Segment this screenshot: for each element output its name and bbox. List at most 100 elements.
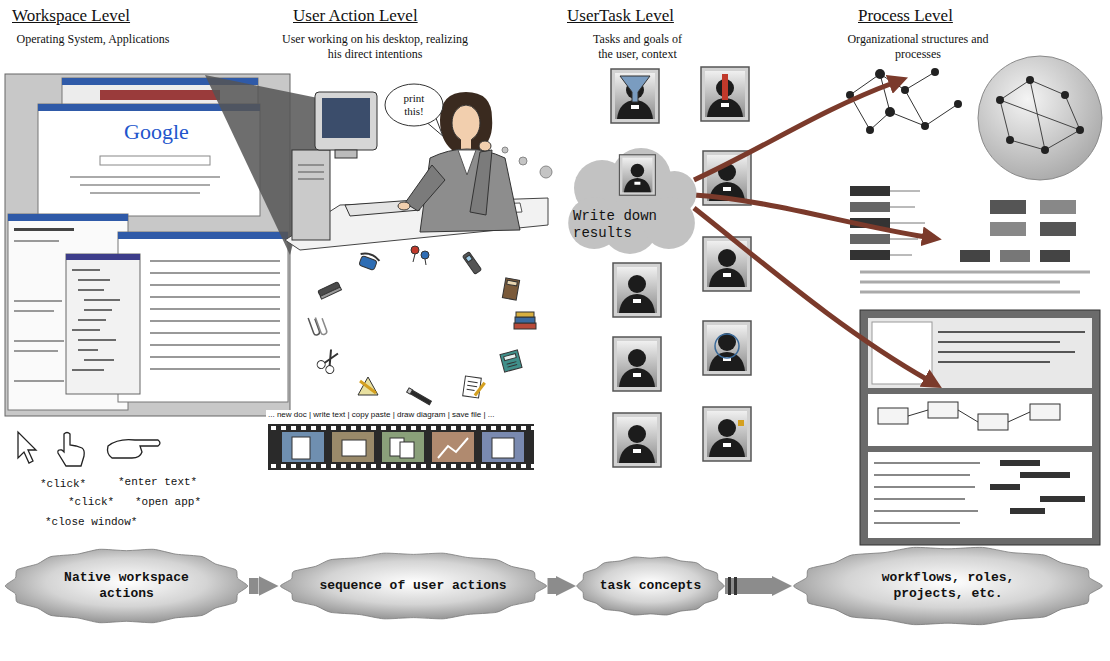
curved-arrow	[694, 83, 893, 180]
desktop-screenshot	[66, 254, 140, 260]
network-diagram	[996, 96, 1004, 104]
office-icon	[514, 312, 536, 329]
workflow-tool-screenshot	[908, 410, 1030, 422]
desktop-screenshot	[14, 300, 62, 302]
office-icon	[465, 255, 472, 262]
org-chart	[1000, 250, 1030, 262]
workflow-tool-screenshot	[978, 414, 1008, 430]
action-label: *click*	[40, 478, 86, 490]
task-icon	[611, 67, 751, 467]
node-text: workflows, roles, projects, etc.	[868, 570, 1028, 601]
film-strip	[342, 440, 366, 456]
film-strip	[282, 432, 324, 462]
network-diagram	[1076, 126, 1084, 134]
office-icon	[361, 251, 381, 261]
film-strip	[492, 438, 514, 458]
office-icon	[462, 252, 481, 275]
level-subtitle: Tasks and goals of the user, context	[585, 32, 690, 62]
task-icon	[620, 76, 650, 102]
blob-shape	[5, 549, 248, 622]
desktop-screenshot	[14, 380, 64, 382]
film-strip	[482, 432, 524, 462]
desktop-screenshot	[118, 232, 288, 239]
film-strip	[332, 432, 374, 462]
user-figure	[461, 138, 471, 150]
film-strip	[268, 424, 534, 470]
curved-arrow	[694, 83, 928, 380]
network-diagram	[1061, 91, 1069, 99]
action-label: *open app*	[135, 496, 201, 508]
desktop-screenshot	[70, 176, 220, 178]
arrow-stripe	[734, 577, 737, 595]
desktop-screenshot	[80, 184, 210, 186]
node-text: Native workspace actions	[52, 570, 202, 601]
network-diagram	[850, 72, 958, 130]
desktop-screenshot	[150, 284, 280, 286]
office-icon	[500, 350, 522, 372]
flow-arrow-group	[249, 586, 259, 587]
office-icon	[504, 354, 517, 361]
cursor-symbol	[18, 432, 160, 466]
curved-arrow	[694, 208, 928, 380]
thought-bubbles	[540, 166, 552, 178]
task-icon	[611, 69, 659, 123]
thought-bubbles	[519, 157, 527, 165]
user-figure	[440, 92, 492, 150]
org-chart	[990, 200, 1026, 214]
workflow-tool-screenshot	[1030, 404, 1060, 420]
office-icon	[507, 280, 518, 286]
level-heading: Process Level	[858, 6, 953, 26]
computer	[315, 92, 377, 150]
office-icon	[316, 359, 327, 370]
level-heading: UserTask Level	[567, 6, 674, 26]
desktop-screenshot	[90, 192, 200, 194]
org-chart	[960, 250, 990, 262]
level-blob: sequence of user actions	[279, 552, 548, 620]
network-diagram	[1006, 136, 1014, 144]
flow-arrow	[249, 578, 259, 594]
workflow-tool-screenshot	[1010, 508, 1045, 514]
office-icon	[411, 246, 429, 265]
desktop-screenshot	[14, 228, 74, 231]
user-figure	[452, 105, 480, 141]
node-text: sequence of user actions	[319, 578, 506, 594]
office-icon	[357, 251, 381, 271]
network-diagram	[885, 107, 895, 117]
office-icon	[308, 313, 327, 337]
task-icon	[619, 155, 655, 196]
thought-bubbles	[502, 147, 508, 153]
action-label: *close window*	[45, 516, 137, 528]
office-icon	[507, 362, 517, 367]
computer	[335, 150, 357, 158]
film-strip	[268, 424, 534, 470]
office-icon	[413, 254, 426, 265]
task-icon	[715, 334, 739, 358]
office-icon	[360, 381, 376, 393]
network-diagram	[901, 86, 909, 94]
user-figure	[458, 150, 476, 175]
blob-shape	[577, 557, 725, 615]
desktop-screenshot	[150, 260, 280, 262]
network-diagram	[1026, 76, 1034, 84]
user-figure	[470, 150, 492, 215]
task-icon	[722, 74, 728, 100]
workflow-tool-screenshot	[868, 452, 1092, 538]
org-chart	[850, 186, 1090, 292]
desktop-screenshot	[150, 332, 280, 334]
org-chart	[1040, 250, 1070, 262]
speech-outline	[385, 84, 443, 126]
action-label: *enter text*	[118, 476, 197, 488]
org-chart	[850, 250, 890, 260]
film-strip	[382, 432, 424, 462]
cursor-symbol	[58, 433, 84, 467]
workflow-tool-screenshot	[874, 463, 980, 523]
level-subtitle: User working on his desktop, realizing h…	[280, 32, 470, 62]
curved-arrow	[694, 195, 926, 237]
level-heading: User Action Level	[293, 6, 418, 26]
desktop-screenshot	[150, 308, 280, 310]
desktop-screenshot	[100, 156, 210, 165]
desktop-screenshot	[150, 272, 280, 274]
office-icon	[407, 388, 413, 394]
film-strip	[438, 438, 468, 458]
network-diagram	[846, 56, 1102, 180]
